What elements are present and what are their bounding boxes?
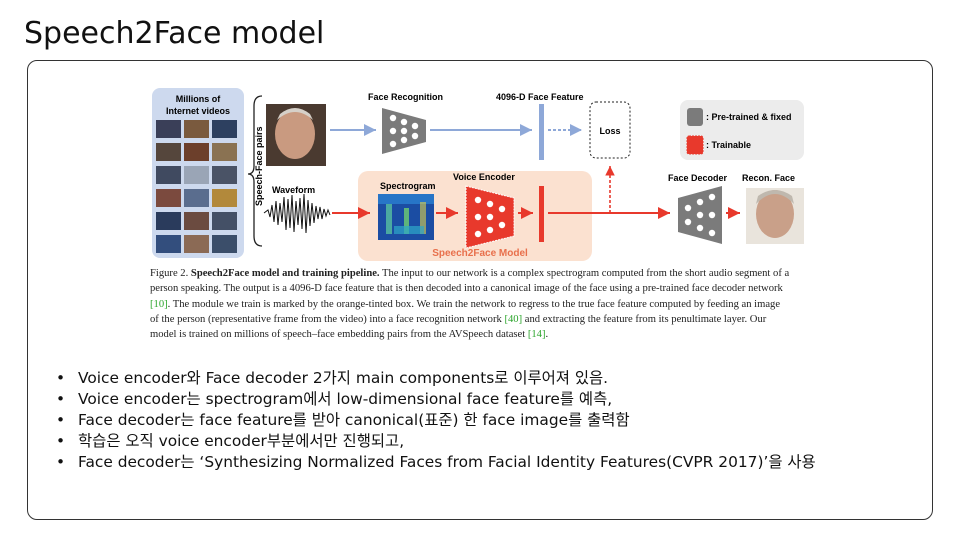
feature-vector-blue — [539, 104, 544, 160]
feature-vector-red — [539, 186, 544, 242]
waveform-shape — [263, 193, 331, 234]
speech-face-pairs-label: Speech-Face pairs — [254, 126, 264, 206]
caption-text-3: and extracting the feature from its penu… — [150, 313, 767, 341]
recon-face-label: Recon. Face — [742, 173, 795, 183]
bullet-list: Voice encoder와 Face decoder 2가지 main com… — [52, 368, 816, 473]
legend: : Pre-trained & fixed : Trainable — [680, 100, 804, 160]
speech2face-model-label: Speech2Face Model — [432, 248, 528, 259]
caption-text-4: . — [545, 329, 549, 341]
waveform-label: Waveform — [272, 185, 315, 195]
bullet-item: Voice encoder는 spectrogram에서 low-dimensi… — [52, 389, 816, 410]
face-feature-label: 4096-D Face Feature — [496, 92, 584, 102]
reconstructed-face-image — [746, 188, 804, 244]
caption-text-1: The input to our network is a complex sp… — [150, 268, 790, 295]
legend-fixed-label: : Pre-trained & fixed — [706, 112, 792, 122]
spectrogram-label: Spectrogram — [380, 181, 436, 191]
bullet-item: 학습은 오직 voice encoder부분에서만 진행되고, — [52, 431, 816, 452]
spectrogram-image — [378, 194, 434, 240]
voice-encoder-network — [465, 185, 515, 249]
face-recognition-label: Face Recognition — [368, 92, 443, 102]
caption-figure-number: Figure 2. — [150, 268, 189, 279]
loss-box — [589, 101, 631, 159]
videos-label-line1: Millions of — [176, 94, 221, 104]
face-photo — [266, 104, 326, 166]
face-decoder-label: Face Decoder — [668, 173, 728, 183]
voice-encoder-label: Voice Encoder — [453, 172, 515, 182]
slide-title: Speech2Face model — [24, 16, 325, 51]
videos-panel: Millions of Internet videos — [152, 88, 244, 258]
caption-citation-40[interactable]: [40] — [504, 313, 523, 325]
caption-text-2: . The module we train is marked by the o… — [150, 298, 781, 325]
speech2face-pipeline-diagram: Millions of Internet videos Speech-Face … — [152, 88, 804, 261]
videos-label-line2: Internet videos — [166, 106, 230, 116]
bullet-item: Voice encoder와 Face decoder 2가지 main com… — [52, 368, 816, 389]
caption-citation-14[interactable]: [14] — [527, 329, 546, 341]
video-thumbnails — [156, 120, 237, 253]
bullet-item: Face decoder는 face feature를 받아 canonical… — [52, 410, 816, 431]
brace-shape — [247, 95, 263, 247]
legend-trainable-label: : Trainable — [706, 140, 751, 150]
figure-caption: Figure 2. Speech2Face model and training… — [150, 266, 790, 342]
face-recognition-network — [382, 108, 426, 154]
face-decoder-network — [678, 186, 722, 244]
caption-citation-10[interactable]: [10] — [150, 298, 168, 310]
caption-title: Speech2Face model and training pipeline. — [190, 268, 380, 279]
loss-label: Loss — [599, 126, 620, 136]
content-frame — [27, 60, 933, 520]
bullet-item: Face decoder는 ‘Synthesizing Normalized F… — [52, 452, 816, 473]
